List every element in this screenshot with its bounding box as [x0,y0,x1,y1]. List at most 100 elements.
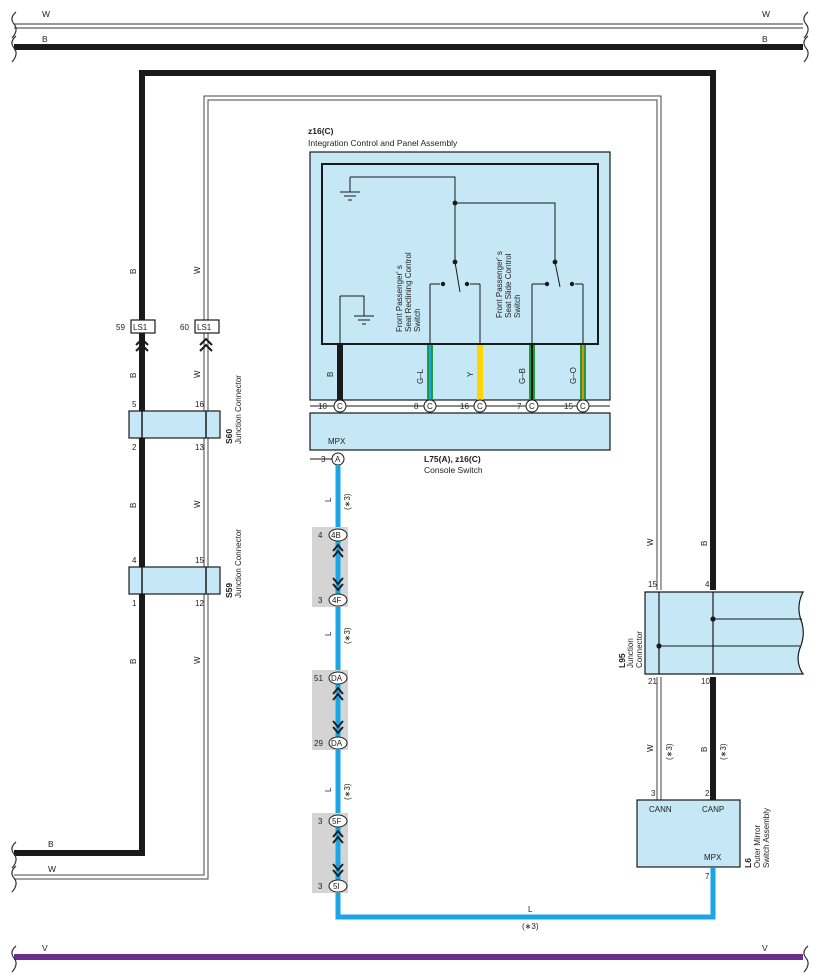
bus-w-top-label-right: W [762,9,770,19]
bus-b-top-label-left: B [42,34,48,44]
l95-junction-connector [644,591,805,675]
z16-pin-7: 7 [517,402,522,411]
bus-v-label-right: V [762,943,768,953]
l6-pin-3: 3 [651,789,656,798]
s59-pin-15: 15 [195,556,204,565]
l95-lower-b-note: (∗3) [719,743,728,760]
z16-pin-tag-2: C [427,402,433,411]
s60-pin-2: 2 [132,443,137,452]
inline-5i-pin: 3 [318,882,323,891]
ls1-connector-left: LS1 [130,319,156,352]
bus-b-left-label: B [48,839,54,849]
z16-wire-label-g-b: G–B [518,368,527,384]
z16-pin-row [310,399,610,413]
wire-label-b-2: B [129,373,138,378]
l6-pin-7: 7 [705,872,710,881]
inline-5f-label: 5F [332,817,341,826]
z16-name: Integration Control and Panel Assembly [308,138,458,148]
inline-5i-label: 5I [333,882,340,891]
z16-wire-label-b: B [326,372,335,377]
l95-lower-w: W [646,744,655,752]
bus-b-top-label-right: B [762,34,768,44]
z16-pin-tag-1: C [337,402,343,411]
blue-wire-note-3: (∗3) [343,783,352,800]
inline-4b-pin: 4 [318,531,323,540]
z16-pin-16: 16 [460,402,469,411]
ls1-right-pin: 60 [180,323,189,332]
z16-wire-label-g-o: G–O [569,367,578,384]
blue-wire-note-2: (∗3) [343,627,352,644]
bus-w-top [11,11,809,39]
s59-pin-1: 1 [132,599,137,608]
l95-upper-w: W [646,538,655,546]
l6-id: L6 [743,858,753,868]
z16-pin-8: 8 [414,402,419,411]
bus-w-top-label-left: W [42,9,50,19]
l95-pin-15: 15 [648,580,657,589]
z16-pin-tag-3: C [477,402,483,411]
console-name: Console Switch [424,465,483,475]
inline-da-bottom-pin: 29 [314,739,323,748]
z16-internal-circuit [339,176,584,345]
l95-upper-b: B [700,541,709,546]
inline-da-top-pin: 51 [314,674,323,683]
slide-switch-line-2: Seat Slide Control [504,253,513,318]
blue-wire-label-3: L [324,787,333,792]
inline-da-top-label: DA [331,674,343,683]
l6-outer-mirror-switch [636,799,741,868]
ls1-connector-right: LS1 [194,319,220,352]
l6-cann-label: CANN [649,805,672,814]
l6-mpx-label: MPX [704,853,722,862]
inline-4f-label: 4F [332,596,341,605]
l95-name-line-2: Connector [635,631,644,668]
s60-id: S60 [224,429,234,444]
wire-label-w-1: W [193,266,202,274]
s59-pin-4: 4 [132,556,137,565]
l95-pin-21: 21 [648,677,657,686]
svg-text:LS1: LS1 [133,323,148,332]
console-pin-tag: A [335,455,341,464]
s60-pin-16: 16 [195,400,204,409]
recline-switch-line-3: Switch [413,308,422,332]
l95-lower-b: B [700,747,709,752]
z16-id: z16(C) [308,126,334,136]
s59-id: S59 [224,583,234,598]
inline-da-bottom-label: DA [331,739,343,748]
bus-v-bottom [11,945,809,973]
console-id: L75(A), z16(C) [424,454,481,464]
blue-wire-label-bottom: L [528,905,533,914]
slide-switch-line-1: Front Passenger' s [495,251,504,318]
svg-text:LS1: LS1 [197,323,212,332]
z16-pin-tag-4: C [529,402,535,411]
l95-lower-w-note: (∗3) [665,743,674,760]
inline-4f-pin: 3 [318,596,323,605]
bus-b-top [11,35,809,63]
recline-switch-line-1: Front Passenger' s [395,265,404,332]
z16-wire-label-g-l: G–L [416,368,425,384]
l6-name-line-2: Switch Assembly [762,808,771,868]
l6-canp-label: CANP [702,805,724,814]
s60-pin-13: 13 [195,443,204,452]
wire-label-b-3: B [129,503,138,508]
z16-pin-10: 10 [318,402,327,411]
z16-wire-label-y: Y [466,371,475,377]
z16-pin-15: 15 [564,402,573,411]
wire-label-b-4: B [129,659,138,664]
s59-pin-12: 12 [195,599,204,608]
s59-junction-connector [128,566,221,595]
bus-v-label-left: V [42,943,48,953]
wire-label-b-1: B [129,269,138,274]
z16-inner-switch-box [321,163,599,345]
wire-label-w-4: W [193,656,202,664]
l95-pin-10: 10 [701,677,710,686]
l95-id: L95 [617,653,627,668]
ls1-left-pin: 59 [116,323,125,332]
l95-name-line-1: Junction [626,638,635,668]
inline-5f-pin: 3 [318,817,323,826]
l6-pin-2: 2 [705,789,710,798]
wire-b-left-loop [14,70,716,856]
wire-label-w-2: W [193,370,202,378]
wire-label-w-3: W [193,500,202,508]
inline-4b-label: 4B [331,531,341,540]
